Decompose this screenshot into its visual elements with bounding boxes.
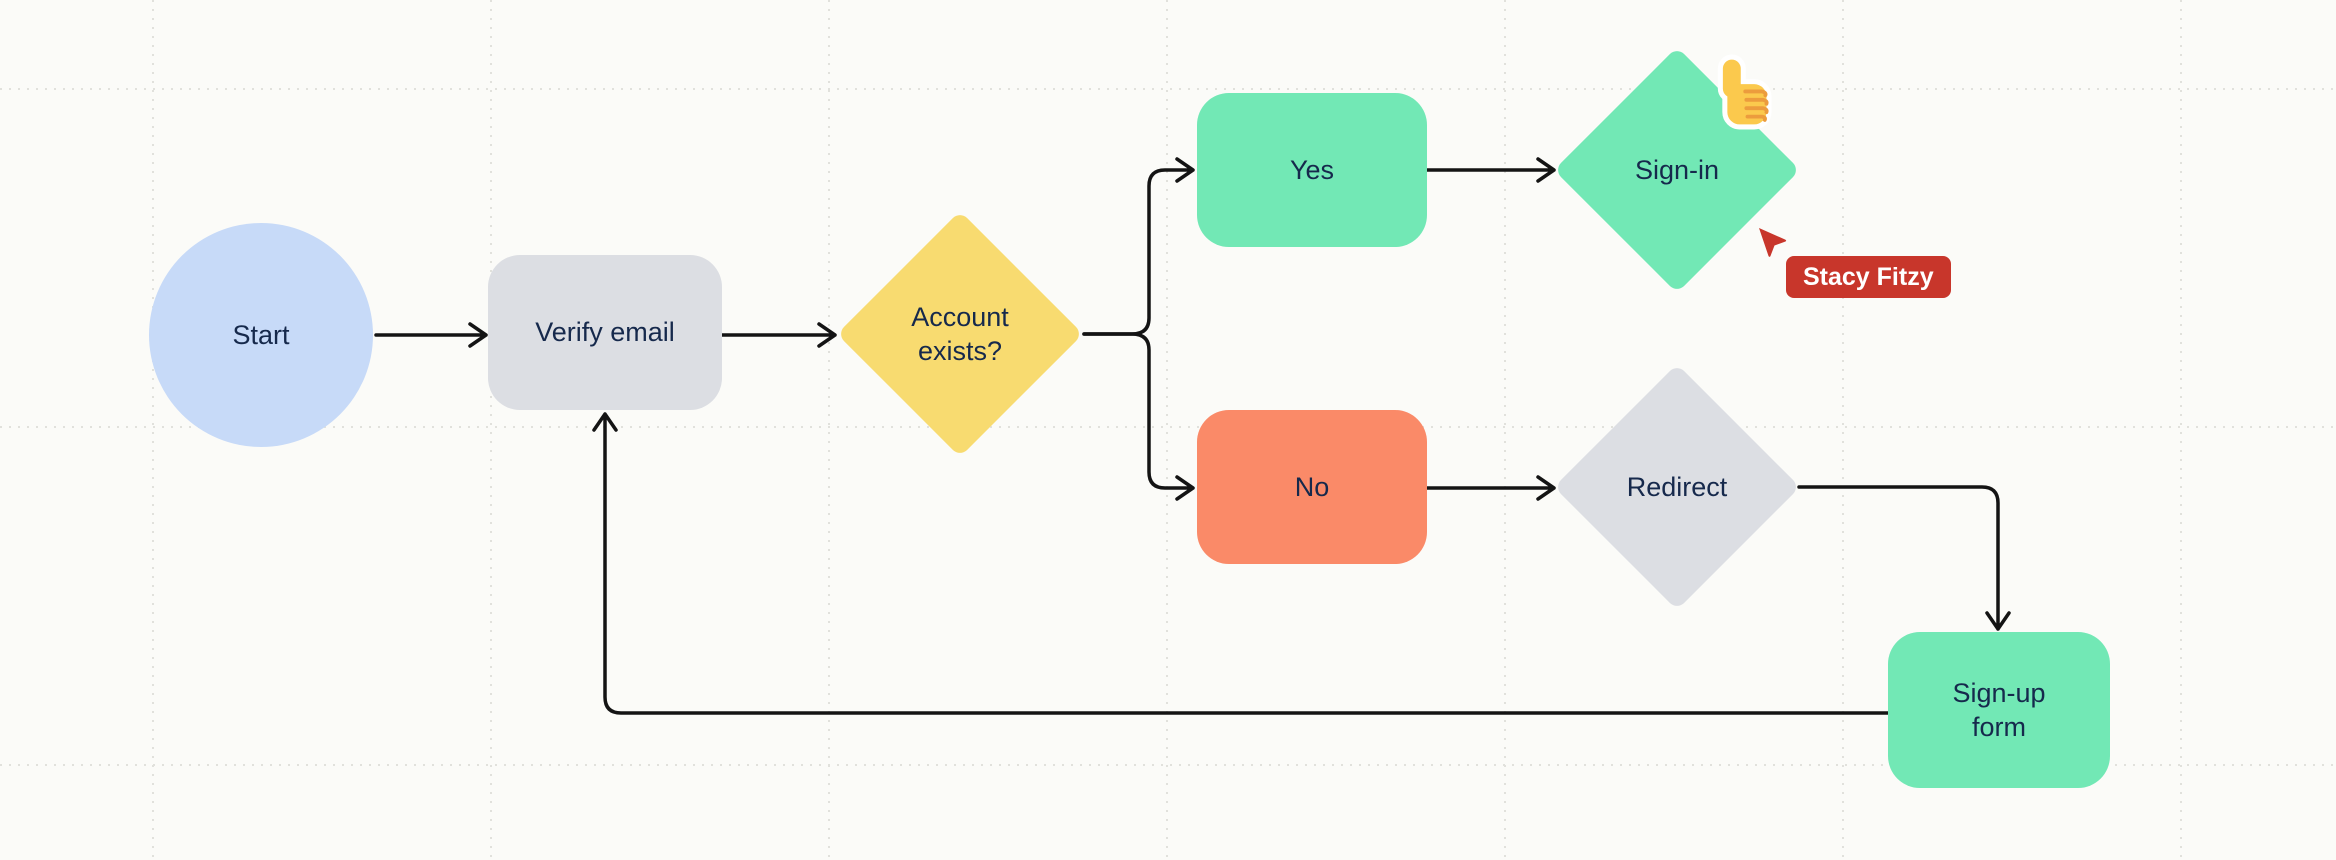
thumbs-up-reaction-sticker[interactable] xyxy=(1708,54,1778,135)
connector-no-to-redirect[interactable] xyxy=(1425,475,1556,501)
node-yes[interactable]: Yes xyxy=(1197,93,1427,247)
node-verify-email[interactable]: Verify email xyxy=(488,255,722,410)
node-yes-label: Yes xyxy=(1289,154,1335,185)
node-no[interactable]: No xyxy=(1197,410,1427,564)
connector-account-exists-to-yes[interactable] xyxy=(1082,157,1195,336)
node-verify-email-label: Verify email xyxy=(535,317,675,348)
connector-account-exists-to-no[interactable] xyxy=(1082,332,1195,501)
node-no-label: No xyxy=(1294,471,1330,502)
node-sign-in-label: Sign-in xyxy=(1634,154,1720,185)
connector-redirect-to-sign-up-form[interactable] xyxy=(1797,485,2011,631)
collaborator-cursor-icon xyxy=(1756,226,1792,267)
collaborator-name-badge: Stacy Fitzy xyxy=(1786,256,1951,298)
connector-sign-up-form-to-verify-email[interactable] xyxy=(592,412,1890,715)
node-start[interactable]: Start xyxy=(149,223,373,447)
node-sign-up-form-label: Sign-up form xyxy=(1952,677,2046,742)
node-redirect-label: Redirect xyxy=(1626,471,1728,502)
connector-yes-to-sign-in[interactable] xyxy=(1425,157,1556,183)
connector-start-to-verify-email[interactable] xyxy=(374,322,488,348)
node-account-exists-label: Account exists? xyxy=(911,301,1009,366)
connector-verify-email-to-account-exists[interactable] xyxy=(720,322,837,348)
thumbs-up-icon xyxy=(1717,54,1772,130)
node-start-label: Start xyxy=(232,319,290,350)
node-sign-up-form[interactable]: Sign-up form xyxy=(1888,632,2110,788)
